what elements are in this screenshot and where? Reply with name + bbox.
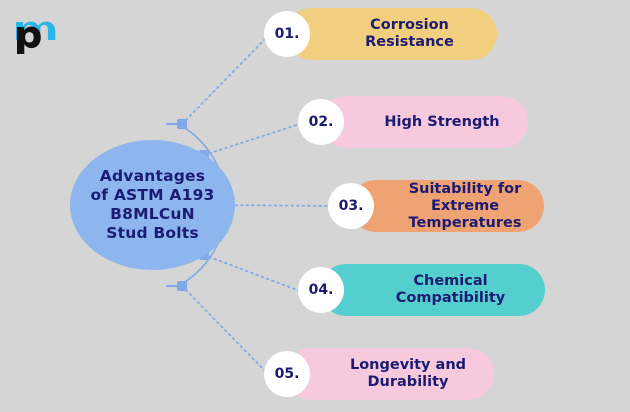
leader-2 [203, 123, 301, 156]
item-bar-3[interactable]: Suitability for Extreme Temperatures [350, 180, 544, 232]
item-bar-5[interactable]: Longevity and Durability [286, 348, 494, 400]
arc-node-5 [177, 281, 187, 291]
leader-4 [203, 254, 301, 292]
pm-logo-icon [16, 21, 56, 54]
item-label-3: Suitability for Extreme Temperatures [408, 180, 522, 231]
item-label-5: Longevity and Durability [349, 357, 467, 390]
item-label-1: Corrosion Resistance [365, 17, 454, 50]
item-badge-1: 01. [264, 11, 310, 57]
item-bar-4[interactable]: Chemical Compatibility [320, 264, 545, 316]
pm-logo [12, 10, 58, 54]
center-node: Advantages of ASTM A193 B8MLCuN Stud Bol… [70, 140, 235, 270]
item-bar-2[interactable]: High Strength [320, 96, 528, 148]
item-badge-4: 04. [298, 267, 344, 313]
item-badge-2: 02. [298, 99, 344, 145]
item-badge-3: 03. [328, 183, 374, 229]
arc-node-1 [177, 119, 187, 129]
leader-1 [181, 35, 269, 125]
item-bar-1[interactable]: Corrosion Resistance [286, 8, 497, 60]
center-title: Advantages of ASTM A193 B8MLCuN Stud Bol… [90, 167, 215, 242]
leader-5 [181, 285, 269, 375]
item-label-2: High Strength [384, 113, 500, 130]
item-label-4: Chemical Compatibility [395, 273, 506, 306]
item-badge-5: 05. [264, 351, 310, 397]
